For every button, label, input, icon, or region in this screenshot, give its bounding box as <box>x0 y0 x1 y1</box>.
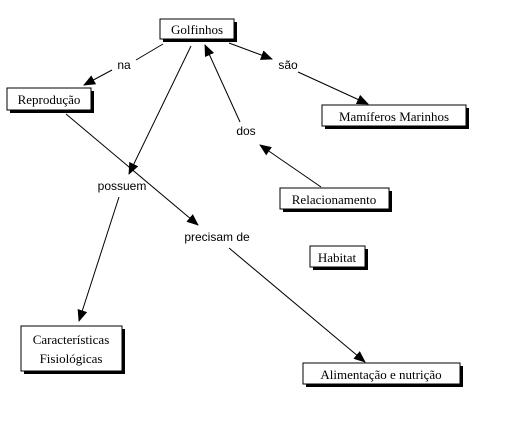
edge-golfinhos-to-na <box>135 43 164 61</box>
concept-caracteristicas-label-line2: Fisiológicas <box>40 351 103 366</box>
edge-na-to-reproducao <box>83 69 113 86</box>
concept-habitat[interactable]: Habitat <box>309 245 368 270</box>
edges <box>65 42 369 363</box>
concept-golfinhos[interactable]: Golfinhos <box>159 18 237 42</box>
concept-mamiferos-marinhos[interactable]: Mamíferos Marinhos <box>321 104 469 129</box>
concept-reproducao[interactable]: Reprodução <box>6 87 94 113</box>
link-label-dos: dos <box>236 124 255 138</box>
edge-golfinhos-to-sao <box>228 42 273 60</box>
edge-possuem-to-caracteristicas <box>77 196 120 322</box>
edge-reproducao-to-precisam <box>65 113 199 226</box>
link-label-na: na <box>117 58 131 72</box>
concept-mamiferos-label: Mamíferos Marinhos <box>339 109 449 124</box>
link-label-sao: são <box>278 58 298 72</box>
concept-reproducao-label: Reprodução <box>18 92 81 107</box>
edge-relacionamento-to-dos <box>259 144 322 188</box>
link-label-precisam-de: precisam de <box>184 230 250 244</box>
edge-sao-to-mamiferos <box>297 71 369 105</box>
concept-relacionamento-label: Relacionamento <box>292 192 376 207</box>
edge-dos-to-golfinhos <box>204 44 241 123</box>
concept-golfinhos-label: Golfinhos <box>171 22 223 37</box>
concept-caracteristicas-label-line1: Características <box>33 332 110 347</box>
concept-habitat-label: Habitat <box>318 250 357 265</box>
concept-alimentacao-label: Alimentação e nutrição <box>320 367 441 382</box>
edge-golfinhos-to-possuem <box>128 45 192 175</box>
concept-relacionamento[interactable]: Relacionamento <box>279 187 392 212</box>
link-label-possuem: possuem <box>98 179 147 193</box>
edge-precisam-to-alimentacao <box>228 247 366 363</box>
concept-caracteristicas-fisiologicas[interactable]: Características Fisiológicas <box>20 325 125 374</box>
concept-alimentacao-nutricao[interactable]: Alimentação e nutrição <box>302 362 463 387</box>
